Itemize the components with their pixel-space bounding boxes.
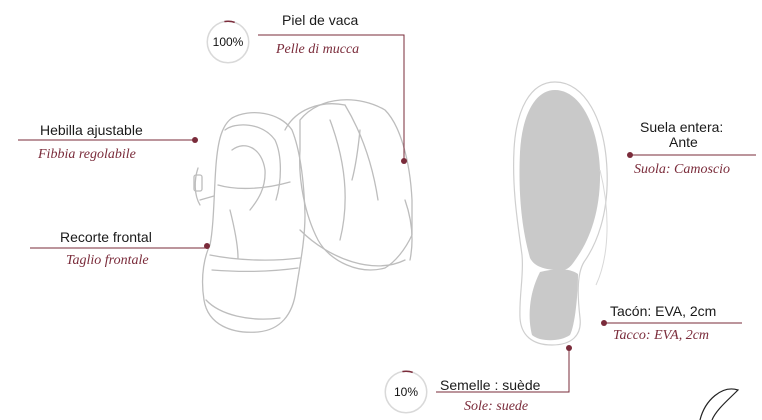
sole-illustration	[514, 82, 608, 345]
percentage-badge-100: 100%	[208, 22, 248, 62]
callout-front-cut-primary: Recorte frontal	[60, 229, 152, 245]
callout-heel-primary: Tacón: EVA, 2cm	[610, 303, 716, 319]
callout-material-primary: Piel de vaca	[282, 12, 358, 28]
percentage-badge-10: 10%	[386, 372, 426, 412]
callout-buckle-primary: Hebilla ajustable	[40, 122, 143, 138]
badge-rings	[205, 19, 429, 415]
callout-outsole-secondary: Sole: suede	[464, 399, 528, 415]
callout-heel-secondary: Tacco: EVA, 2cm	[613, 328, 709, 344]
callout-material-secondary: Pelle di mucca	[276, 42, 359, 58]
callout-front-cut-secondary: Taglio frontale	[66, 253, 149, 269]
callout-sole-primary-line2: Ante	[669, 134, 698, 150]
callout-sole-primary-line1: Suela entera:	[640, 119, 723, 135]
badge-value: 10%	[394, 385, 418, 399]
callout-outsole-primary: Semelle : suède	[440, 377, 540, 393]
callout-buckle-secondary: Fibbia regolabile	[38, 147, 136, 163]
decorative-flourish	[700, 389, 738, 420]
badge-value: 100%	[213, 35, 244, 49]
callout-sole-secondary: Suola: Camoscio	[634, 162, 730, 178]
shoe-sketch	[194, 100, 412, 333]
